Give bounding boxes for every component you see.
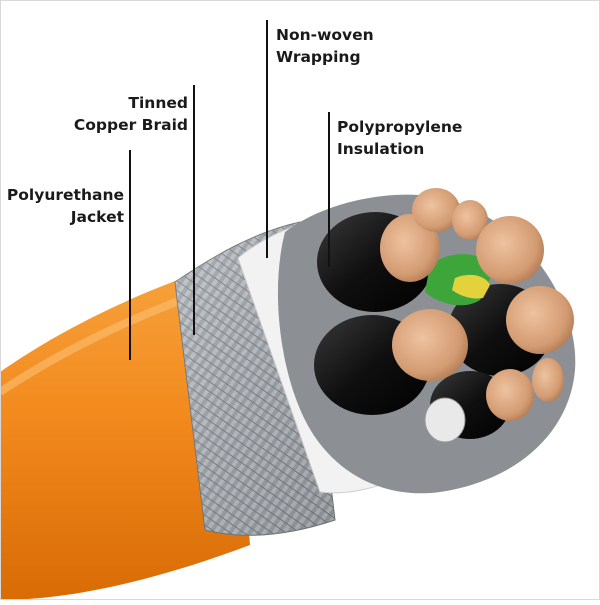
copper-conductor-7 <box>486 369 534 421</box>
label-wrapping-line2: Wrapping <box>276 48 361 66</box>
label-insulation-line2: Insulation <box>337 140 425 158</box>
copper-conductor-2 <box>412 188 460 232</box>
label-tinned-copper-braid: Tinned Copper Braid <box>60 92 188 136</box>
label-polyurethane-jacket: Polyurethane Jacket <box>6 184 124 228</box>
label-insulation-line1: Polypropylene <box>337 118 463 136</box>
label-braid-line1: Tinned <box>128 94 188 112</box>
label-polypropylene-insulation: Polypropylene Insulation <box>337 116 487 160</box>
label-non-woven-wrapping: Non-woven Wrapping <box>276 24 416 68</box>
copper-conductor-6 <box>392 309 468 381</box>
leader-braid <box>193 85 195 335</box>
copper-conductor-1 <box>380 214 440 282</box>
signal-pair-sheath <box>424 397 466 443</box>
copper-conductor-3 <box>452 200 488 240</box>
label-wrapping-line1: Non-woven <box>276 26 374 44</box>
label-braid-line2: Copper Braid <box>73 116 188 134</box>
earth-stripe <box>452 274 490 299</box>
leader-jacket <box>129 150 131 360</box>
copper-conductor-8 <box>532 358 564 402</box>
leader-wrapping <box>266 20 268 258</box>
copper-conductor-4 <box>476 216 544 284</box>
label-jacket-line1: Polyurethane <box>6 186 124 204</box>
copper-conductor-5 <box>506 286 574 354</box>
label-jacket-line2: Jacket <box>70 208 124 226</box>
leader-insulation <box>328 112 330 267</box>
